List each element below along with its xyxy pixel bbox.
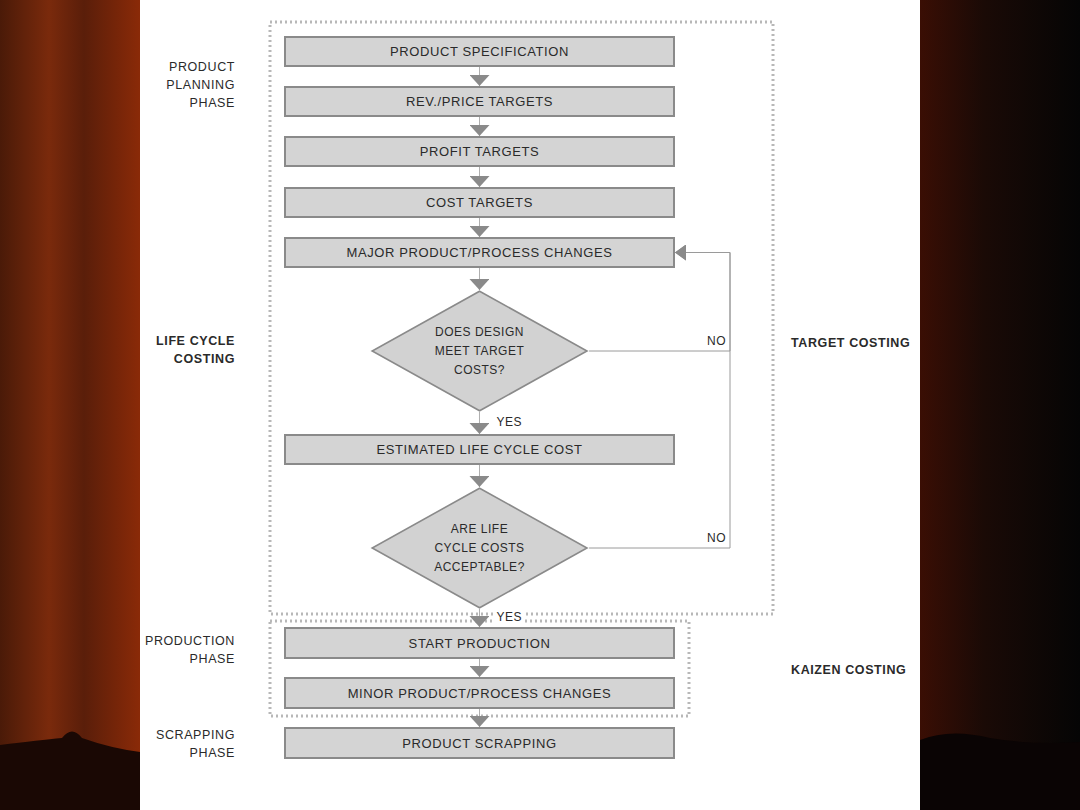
- diamond-shape: [372, 488, 587, 608]
- curtain-hem-left: [0, 732, 140, 810]
- node-text: PRODUCT SCRAPPING: [394, 736, 564, 751]
- method-label: LIFE CYCLE COSTING: [140, 332, 235, 368]
- curtain-left: [0, 0, 140, 810]
- decision-diamond: DOES DESIGN MEET TARGET COSTS?: [370, 290, 589, 412]
- process-box: START PRODUCTION: [284, 627, 675, 659]
- edge-label: YES: [495, 610, 523, 624]
- flow-connector: [589, 253, 730, 549]
- edge-label: NO: [706, 531, 727, 545]
- process-box: PRODUCT SPECIFICATION: [284, 36, 675, 67]
- process-box: MAJOR PRODUCT/PROCESS CHANGES: [284, 237, 675, 268]
- edge-label: NO: [706, 334, 727, 348]
- node-text: REV./PRICE TARGETS: [398, 94, 561, 109]
- target-costing-region: [270, 22, 773, 614]
- method-label: TARGET COSTING: [791, 334, 916, 352]
- node-text: DOES DESIGN MEET TARGET COSTS?: [431, 323, 527, 380]
- flow-connector: [479, 218, 480, 237]
- process-box: COST TARGETS: [284, 187, 675, 218]
- phase-label: PRODUCT PLANNING PHASE: [140, 58, 235, 112]
- node-text: ARE LIFE CYCLE COSTS ACCEPTABLE?: [431, 520, 527, 577]
- diamond-shape: [372, 291, 587, 411]
- process-box: PRODUCT SCRAPPING: [284, 727, 675, 759]
- flow-connector: [479, 412, 480, 434]
- edge-label: YES: [495, 415, 523, 429]
- flow-connector: [479, 465, 480, 487]
- node-text: PRODUCT SPECIFICATION: [382, 44, 577, 59]
- phase-label: SCRAPPING PHASE: [140, 726, 235, 762]
- decision-diamond: ARE LIFE CYCLE COSTS ACCEPTABLE?: [370, 487, 589, 609]
- node-text: MAJOR PRODUCT/PROCESS CHANGES: [339, 245, 621, 260]
- flow-connector: [479, 117, 480, 136]
- curtain-right: [920, 0, 1080, 810]
- phase-label: PRODUCTION PHASE: [140, 632, 235, 668]
- node-text: ESTIMATED LIFE CYCLE COST: [368, 442, 590, 457]
- node-text: COST TARGETS: [418, 195, 541, 210]
- node-text: PROFIT TARGETS: [412, 144, 548, 159]
- process-box: ESTIMATED LIFE CYCLE COST: [284, 434, 675, 465]
- flow-connector: [479, 268, 480, 290]
- flow-connector: [479, 67, 480, 86]
- flow-connector: [479, 609, 480, 627]
- curtain-hem-right: [920, 733, 1080, 810]
- node-text: MINOR PRODUCT/PROCESS CHANGES: [340, 686, 620, 701]
- process-box: MINOR PRODUCT/PROCESS CHANGES: [284, 677, 675, 709]
- flow-connector: [479, 167, 480, 187]
- method-label: KAIZEN COSTING: [791, 661, 916, 679]
- process-box: PROFIT TARGETS: [284, 136, 675, 167]
- flow-connector: [479, 709, 480, 727]
- kaizen-costing-region: [270, 621, 689, 716]
- panel: [140, 0, 920, 810]
- node-text: START PRODUCTION: [401, 636, 559, 651]
- flow-connector: [479, 659, 480, 677]
- process-box: REV./PRICE TARGETS: [284, 86, 675, 117]
